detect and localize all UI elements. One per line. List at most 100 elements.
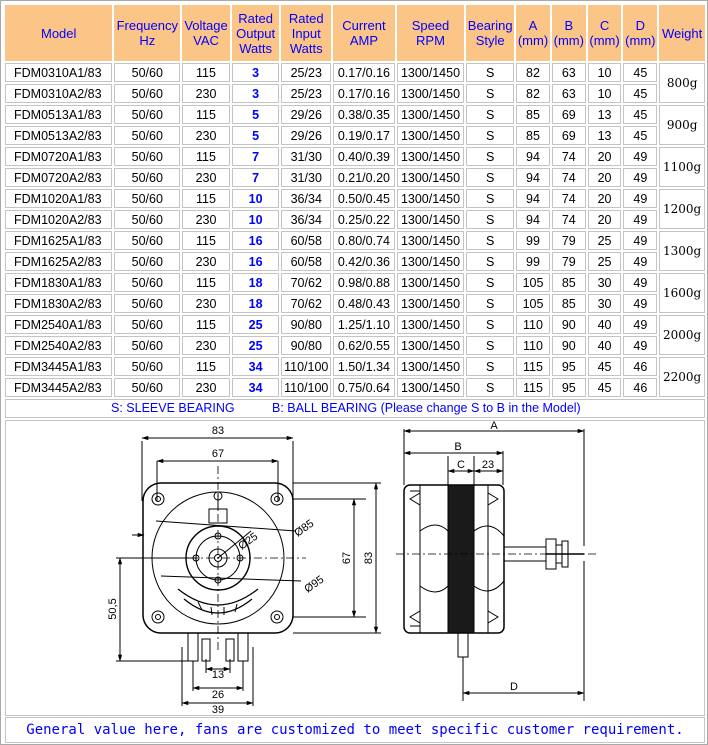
cell-c: 10 xyxy=(587,84,622,103)
cell-output: 5 xyxy=(231,126,280,145)
cell-output: 34 xyxy=(231,378,280,397)
cell-d: 49 xyxy=(623,273,658,292)
cell-b: 74 xyxy=(551,210,586,229)
cell-speed: 1300/1450 xyxy=(396,294,465,313)
cell-voltage: 115 xyxy=(182,105,230,124)
cell-input: 25/23 xyxy=(281,63,332,82)
cell-current: 0.75/0.64 xyxy=(333,378,395,397)
cell-output: 18 xyxy=(231,294,280,313)
cell-voltage: 115 xyxy=(182,189,230,208)
cell-input: 29/26 xyxy=(281,105,332,124)
cell-current: 0.25/0.22 xyxy=(333,210,395,229)
cell-input: 25/23 xyxy=(281,84,332,103)
cell-model: FDM0310A1/83 xyxy=(5,63,113,82)
cell-bearing: S xyxy=(466,357,515,376)
cell-voltage: 230 xyxy=(182,294,230,313)
dim-dia-85: Ø85 xyxy=(292,518,316,540)
dim-50-5: 50,5 xyxy=(107,598,119,619)
cell-c: 25 xyxy=(587,231,622,250)
cell-a: 115 xyxy=(516,357,550,376)
cell-b: 63 xyxy=(551,63,586,82)
cell-current: 0.38/0.35 xyxy=(333,105,395,124)
cell-a: 99 xyxy=(516,231,550,250)
cell-voltage: 230 xyxy=(182,252,230,271)
cell-model: FDM3445A2/83 xyxy=(5,378,113,397)
cell-input: 110/100 xyxy=(281,378,332,397)
cell-a: 105 xyxy=(516,294,550,313)
cell-weight: 1300g xyxy=(659,231,705,271)
cell-c: 30 xyxy=(587,273,622,292)
cell-output: 7 xyxy=(231,168,280,187)
cell-bearing: S xyxy=(466,273,515,292)
cell-voltage: 230 xyxy=(182,168,230,187)
cell-speed: 1300/1450 xyxy=(396,273,465,292)
cell-a: 105 xyxy=(516,273,550,292)
cell-weight: 900g xyxy=(659,105,705,145)
cell-model: FDM0720A1/83 xyxy=(5,147,113,166)
cell-a: 94 xyxy=(516,168,550,187)
cell-speed: 1300/1450 xyxy=(396,315,465,334)
cell-a: 82 xyxy=(516,63,550,82)
cell-a: 115 xyxy=(516,378,550,397)
footer-note: General value here, fans are customized … xyxy=(5,717,705,743)
cell-c: 20 xyxy=(587,189,622,208)
cell-model: FDM3445A1/83 xyxy=(5,357,113,376)
cell-model: FDM1830A1/83 xyxy=(5,273,113,292)
side-view-labels: A B C 23 D xyxy=(454,421,518,693)
cell-model: FDM0513A1/83 xyxy=(5,105,113,124)
cell-input: 31/30 xyxy=(281,147,332,166)
dim-83-width: 83 xyxy=(212,425,224,437)
cell-freq: 50/60 xyxy=(114,84,181,103)
cell-voltage: 115 xyxy=(182,147,230,166)
cell-input: 60/58 xyxy=(281,231,332,250)
cell-d: 49 xyxy=(623,189,658,208)
legend-sleeve: S: SLEEVE BEARING xyxy=(111,401,235,415)
cell-input: 31/30 xyxy=(281,168,332,187)
cell-b: 95 xyxy=(551,357,586,376)
dimension-drawing: 83 67 13 26 39 67 83 50,5 Ø85 Ø25 Ø95 xyxy=(5,420,705,716)
cell-b: 74 xyxy=(551,147,586,166)
cell-freq: 50/60 xyxy=(114,294,181,313)
cell-input: 90/80 xyxy=(281,315,332,334)
cell-freq: 50/60 xyxy=(114,336,181,355)
dim-83-height: 83 xyxy=(363,552,375,564)
cell-model: FDM1625A1/83 xyxy=(5,231,113,250)
dim-67-width: 67 xyxy=(212,448,224,460)
cell-bearing: S xyxy=(466,63,515,82)
cell-a: 82 xyxy=(516,84,550,103)
cell-freq: 50/60 xyxy=(114,147,181,166)
cell-freq: 50/60 xyxy=(114,189,181,208)
cell-speed: 1300/1450 xyxy=(396,378,465,397)
cell-voltage: 115 xyxy=(182,273,230,292)
cell-current: 0.48/0.43 xyxy=(333,294,395,313)
cell-speed: 1300/1450 xyxy=(396,252,465,271)
cell-weight: 1600g xyxy=(659,273,705,313)
cell-c: 45 xyxy=(587,378,622,397)
cell-voltage: 115 xyxy=(182,357,230,376)
cell-model: FDM0720A2/83 xyxy=(5,168,113,187)
cell-bearing: S xyxy=(466,252,515,271)
cell-input: 36/34 xyxy=(281,189,332,208)
cell-c: 25 xyxy=(587,252,622,271)
cell-current: 0.21/0.20 xyxy=(333,168,395,187)
cell-voltage: 115 xyxy=(182,315,230,334)
cell-voltage: 115 xyxy=(182,63,230,82)
cell-freq: 50/60 xyxy=(114,63,181,82)
cell-current: 0.62/0.55 xyxy=(333,336,395,355)
header-b: B(mm) xyxy=(551,5,586,61)
header-model: Model xyxy=(5,5,113,61)
cell-bearing: S xyxy=(466,315,515,334)
cell-bearing: S xyxy=(466,189,515,208)
cell-input: 29/26 xyxy=(281,126,332,145)
cell-current: 0.40/0.39 xyxy=(333,147,395,166)
cell-model: FDM1830A2/83 xyxy=(5,294,113,313)
